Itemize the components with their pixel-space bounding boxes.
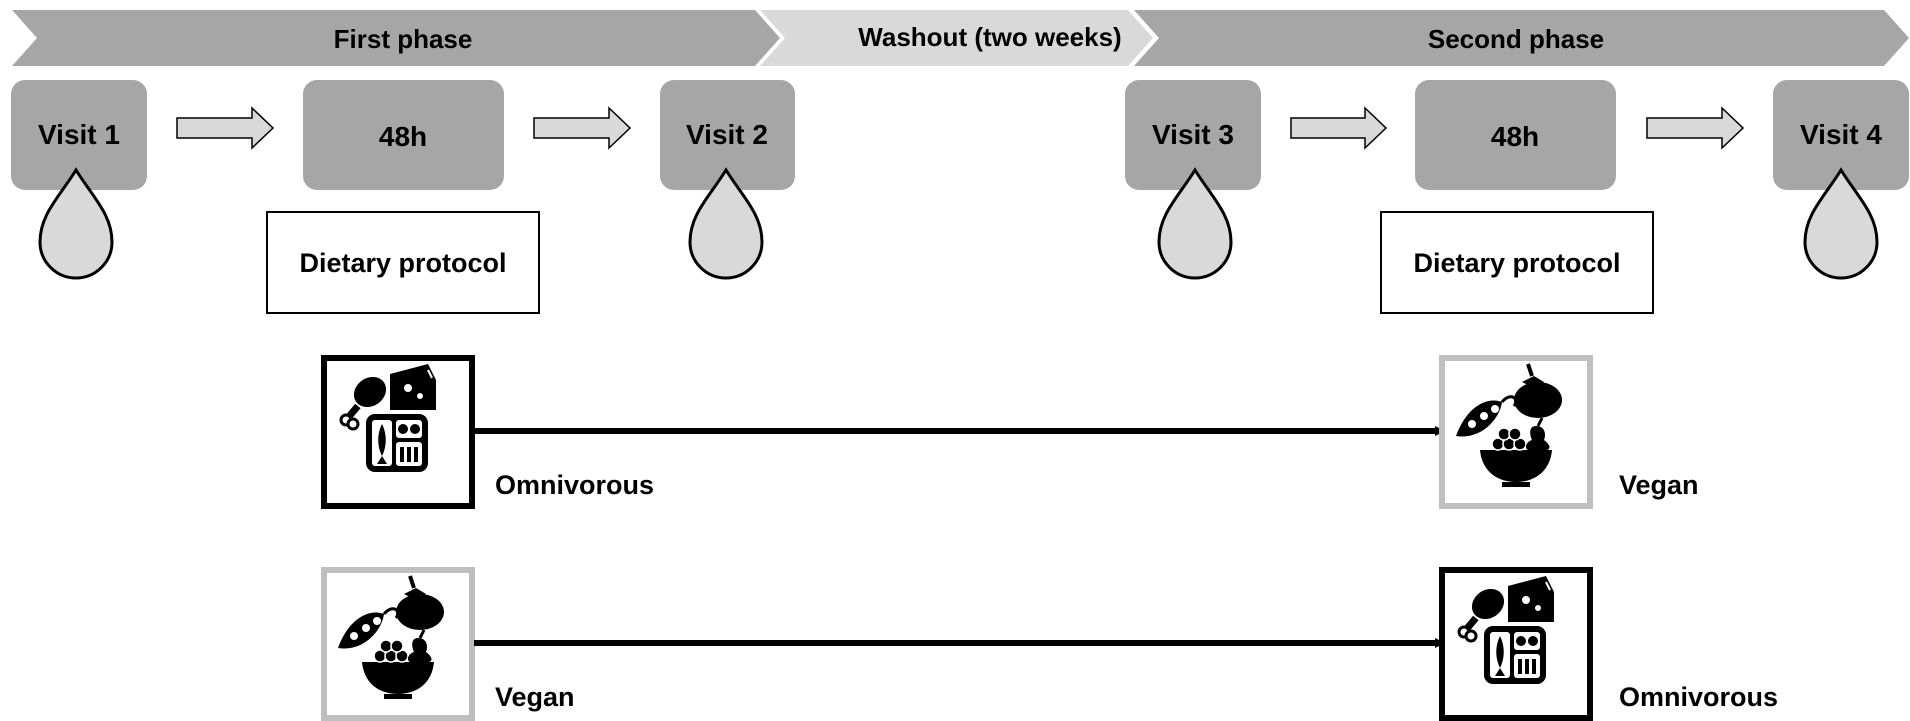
row-1-end-diet-label: Vegan [1619,470,1699,500]
row-2-start-diet-label: Vegan [495,682,575,712]
visit-4-box [1773,80,1909,190]
phase-banner: First phase Washout (two weeks) Second p… [12,10,1909,66]
visit-2-box [660,80,795,190]
visit-timeline: Visit 1 48h Visit 2 Visit 3 48h Visit 4 [11,80,1909,280]
dietary-protocols: Dietary protocol Dietary protocol [266,211,1654,314]
first-protocol-label: Dietary protocol [299,248,506,278]
first-phase-label: First phase [334,24,473,54]
blood-drop-icon [688,167,764,280]
first-phase-band [12,10,780,66]
crossover-row-1: Omnivorous Vegan [321,355,1699,509]
first-protocol-box [266,211,540,314]
second-phase-label: Second phase [1428,24,1604,54]
blood-drop-icon [38,167,114,280]
right-arrow-icon [1290,106,1388,150]
washout-label: Washout (two weeks) [858,22,1121,52]
visit-3-label: Visit 3 [1152,119,1234,150]
visit-2-label: Visit 2 [686,119,768,150]
washout-band [760,10,1153,66]
visit-1-box [11,80,147,190]
crossover-row-2: Vegan Omnivorous [321,567,1778,721]
first-interval-box [303,80,504,190]
row-1-start-diet-label: Omnivorous [495,470,654,500]
second-interval-label: 48h [1491,121,1539,152]
visit-1-label: Visit 1 [38,119,120,150]
visit-4-label: Visit 4 [1800,119,1882,150]
right-arrow-icon [176,106,275,150]
second-phase-band [1134,10,1909,66]
blood-drop-icon [1157,167,1233,280]
visit-3-box [1125,80,1261,190]
first-interval-label: 48h [379,121,427,152]
row-2-end-diet-label: Omnivorous [1619,682,1778,712]
second-interval-box [1415,80,1616,190]
blood-drop-icon [1803,167,1879,280]
second-protocol-label: Dietary protocol [1413,248,1620,278]
right-arrow-icon [533,106,632,150]
second-protocol-box [1380,211,1654,314]
right-arrow-icon [1646,106,1745,150]
